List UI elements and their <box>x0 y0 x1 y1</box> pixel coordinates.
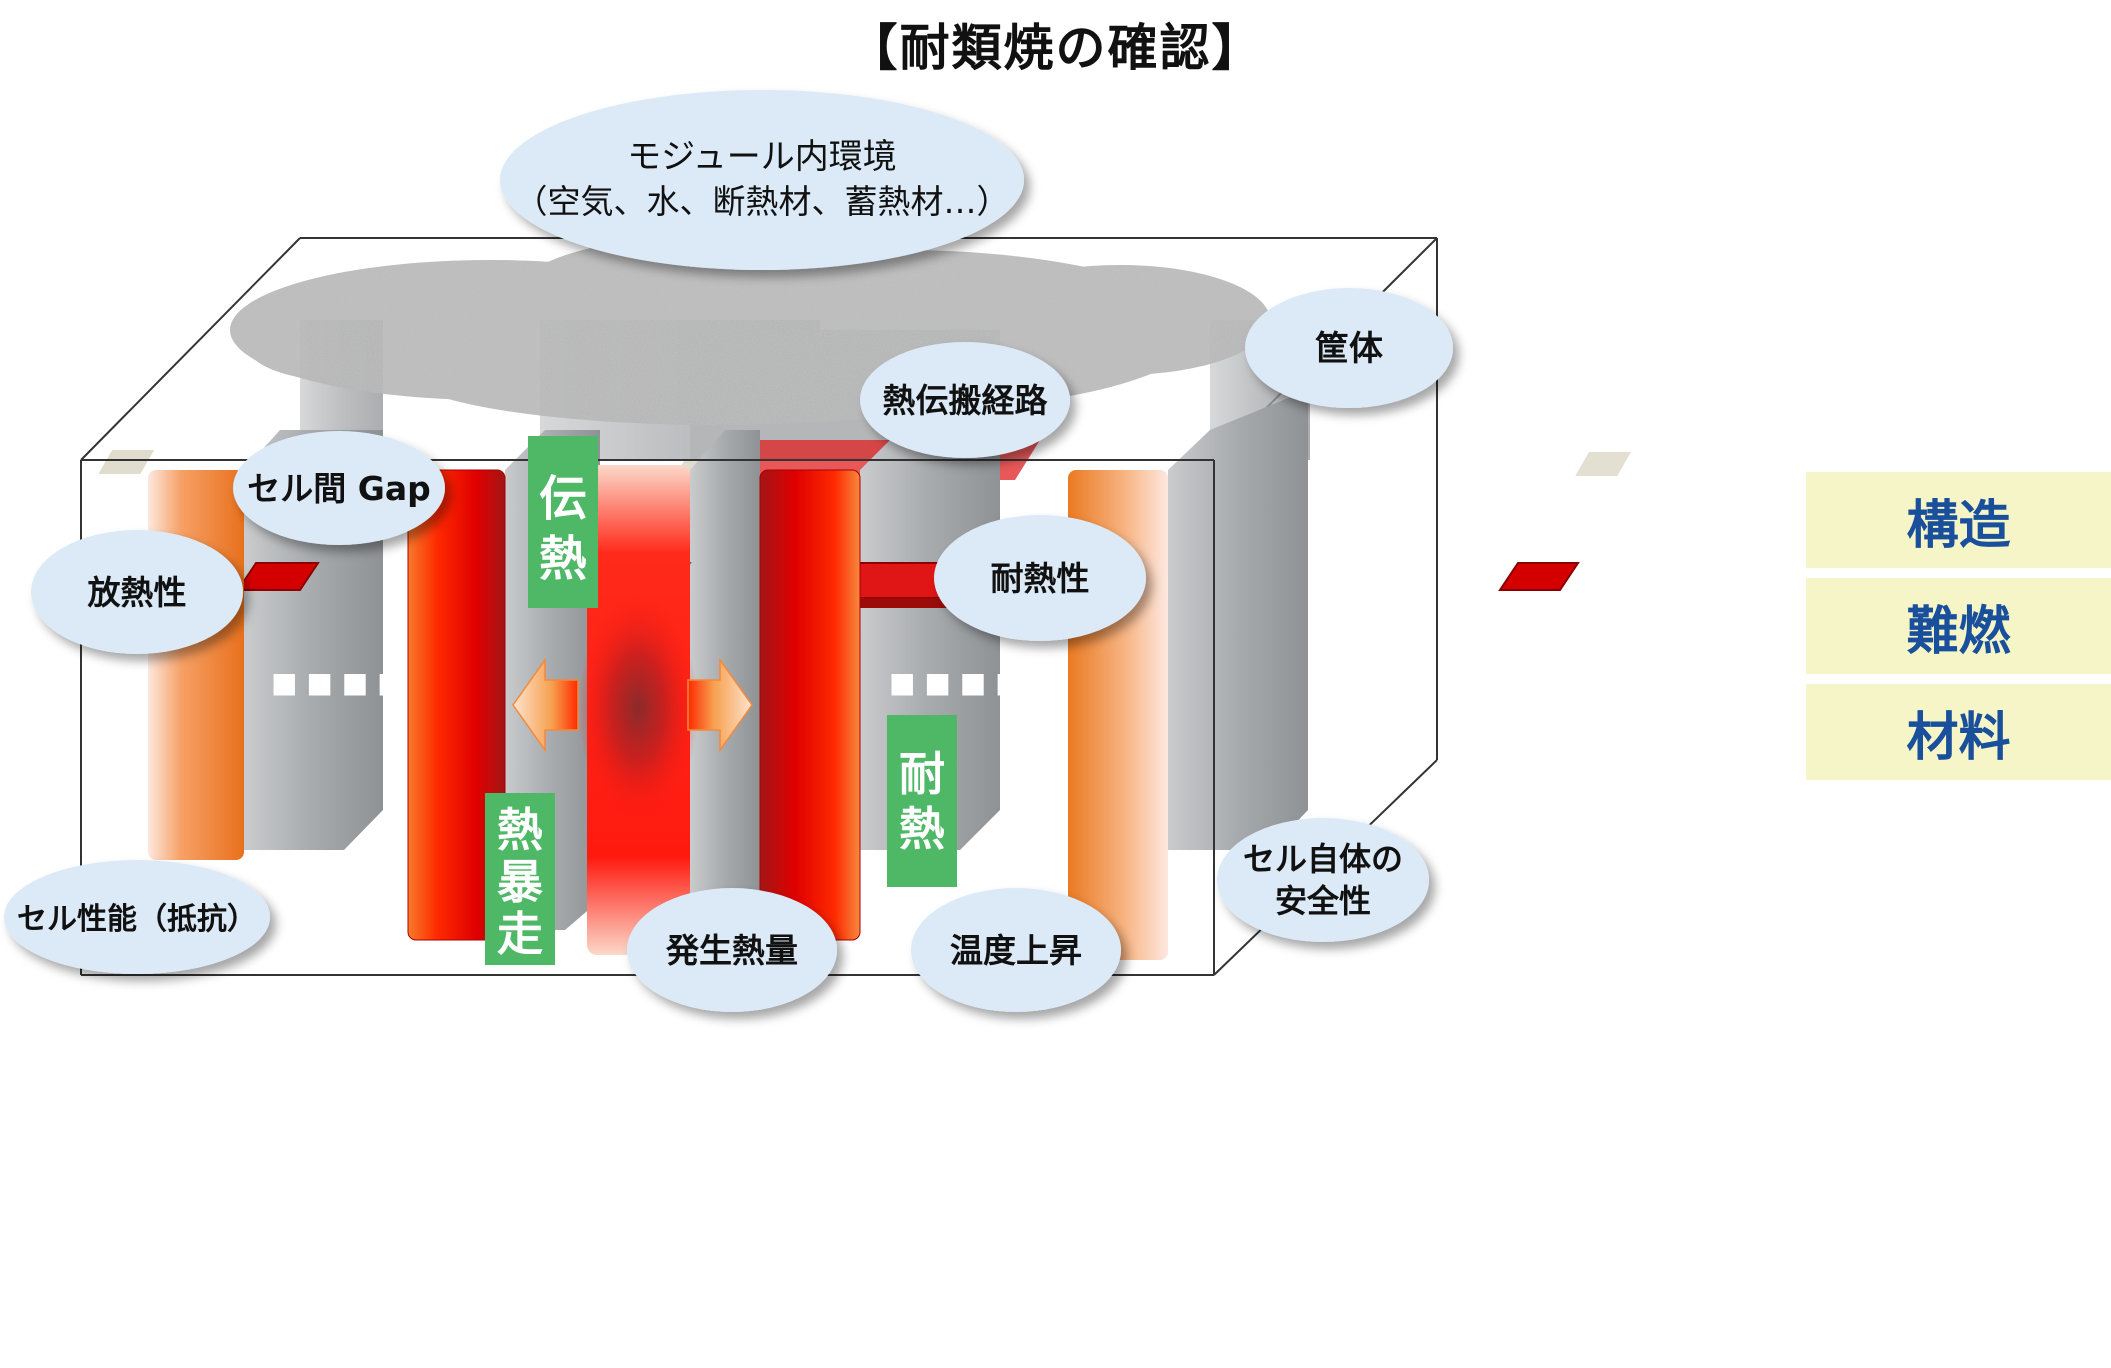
page-title: 【耐類焼の確認】 <box>847 19 1264 77</box>
cell-continuation-dots-left: ■ ■ ■ ■ <box>271 666 404 699</box>
heat-arrow-left <box>512 657 579 753</box>
thermal-runaway-core <box>578 593 698 823</box>
ellipse-heat-dissipation: 放熱性 <box>31 530 243 654</box>
ellipse-cell-gap: セル間 Gap <box>233 431 445 545</box>
label-heat-conduction: 伝 熱 <box>528 436 598 608</box>
cell-continuation-dots-right: ■ ■ ■ ■ <box>889 666 1022 699</box>
ellipse-temperature-rise: 温度上昇 <box>911 888 1121 1012</box>
cell-safety-line-2: 安全性 <box>1275 882 1371 920</box>
label-heat-proof-char-2: 熱 <box>899 802 945 856</box>
label-heat-conduction-char-2: 熱 <box>539 531 587 587</box>
cell-performance-label: セル性能（抵抗） <box>17 902 257 937</box>
label-thermal-runaway: 熱 暴 走 <box>485 793 555 965</box>
ellipse-heat-resistance: 耐熱性 <box>934 515 1146 641</box>
cell-safety-line-1: セル自体の <box>1243 840 1403 878</box>
side-box-structure: 構造 <box>1806 472 2111 568</box>
label-heat-conduction-char-1: 伝 <box>539 471 587 527</box>
heat-generation-label: 発生熱量 <box>666 931 798 970</box>
heat-resistance-label: 耐熱性 <box>991 559 1090 598</box>
side-box-material: 材料 <box>1806 684 2111 780</box>
module-environment-line-1: モジュール内環境 <box>627 137 897 177</box>
ellipse-cell-safety: セル自体の 安全性 <box>1217 818 1429 942</box>
casing-label: 筐体 <box>1315 329 1383 369</box>
heat-dissipation-label: 放熱性 <box>88 573 187 612</box>
label-thermal-runaway-char-2: 暴 <box>497 855 543 909</box>
label-heat-proof-char-1: 耐 <box>899 747 945 801</box>
cell-gap-label: セル間 Gap <box>247 469 430 508</box>
label-thermal-runaway-char-3: 走 <box>497 907 543 961</box>
ellipse-heat-generation: 発生熱量 <box>627 888 837 1012</box>
label-thermal-runaway-char-1: 熱 <box>497 803 543 857</box>
cell-front-left-hot <box>407 469 506 941</box>
cell-front-left-outer <box>148 470 244 860</box>
ellipse-cell-performance: セル性能（抵抗） <box>4 860 270 974</box>
module-environment-line-2: （空気、水、断熱材、蓄熱材…） <box>515 182 1010 221</box>
heat-path-label: 熱伝搬経路 <box>883 381 1049 420</box>
ellipse-casing: 筐体 <box>1245 288 1453 408</box>
ellipse-module-environment: モジュール内環境 （空気、水、断熱材、蓄熱材…） <box>500 90 1024 270</box>
label-heat-proof: 耐 熱 <box>887 715 957 887</box>
heat-arrow-right <box>687 657 753 753</box>
ellipse-heat-path: 熱伝搬経路 <box>860 342 1070 458</box>
temperature-rise-label: 温度上昇 <box>950 931 1082 970</box>
cell-front-right-hot <box>759 469 861 941</box>
side-box-flame-retardant: 難燃 <box>1806 578 2111 674</box>
